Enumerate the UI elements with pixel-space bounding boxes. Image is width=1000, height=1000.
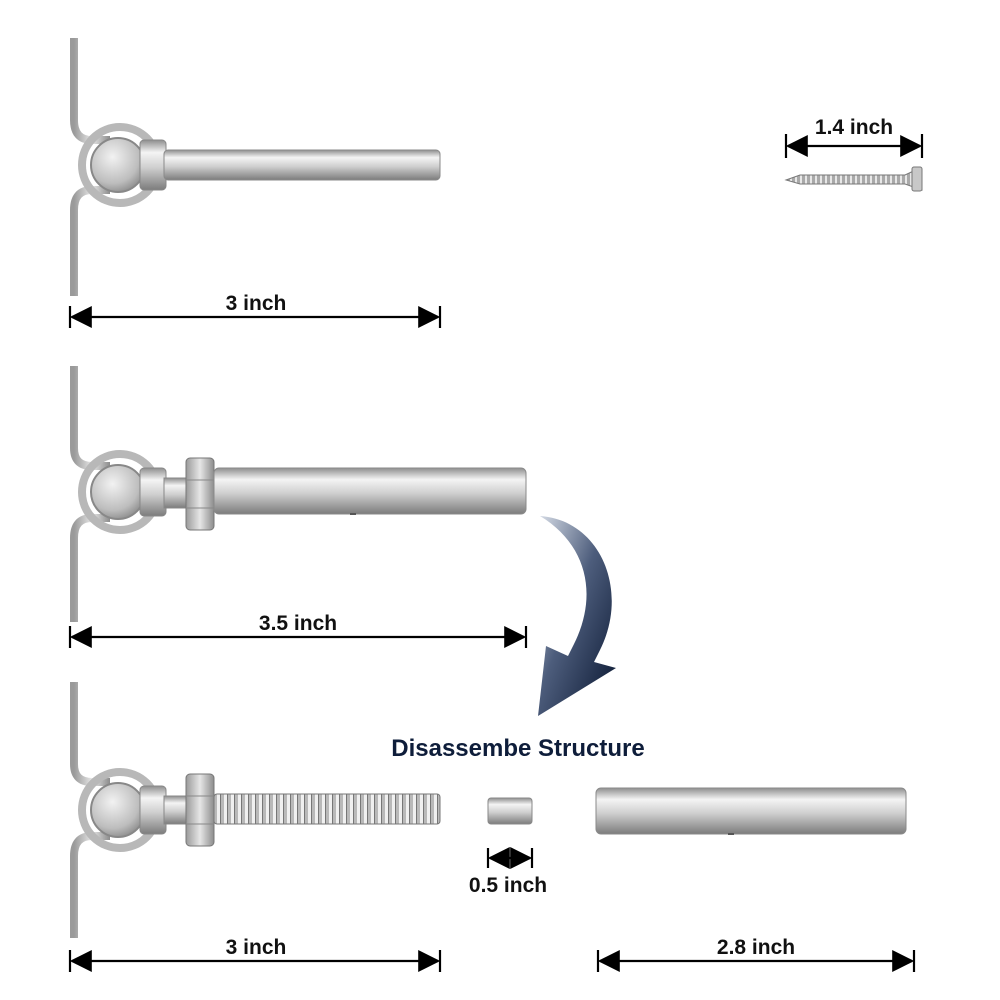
top-dimension: 3 inch — [68, 292, 442, 328]
bottom-bolt-dimension: 3 inch — [68, 936, 442, 972]
threaded-fitting — [70, 682, 441, 938]
curved-arrow-icon — [538, 516, 616, 716]
disassembly-title: Disassembe Structure — [391, 735, 644, 762]
tube — [595, 787, 907, 835]
screw-dimension: 1.4 inch — [784, 116, 924, 158]
tube-dimension: 2.8 inch — [596, 936, 916, 972]
sleeve-dimension: 0.5 inch — [469, 847, 547, 897]
assembled-dimension: 3.5 inch — [68, 612, 528, 648]
sleeve-length-label: 0.5 inch — [469, 874, 547, 897]
assembled-fitting — [70, 366, 527, 622]
top-length-label: 3 inch — [226, 292, 287, 315]
screw-length-label: 1.4 inch — [815, 116, 893, 139]
sleeve — [487, 797, 533, 825]
tube-length-label: 2.8 inch — [717, 936, 795, 959]
assembled-length-label: 3.5 inch — [259, 612, 337, 635]
top-fitting — [70, 38, 441, 296]
bolt-length-label: 3 inch — [226, 936, 287, 959]
wood-screw — [784, 166, 923, 192]
